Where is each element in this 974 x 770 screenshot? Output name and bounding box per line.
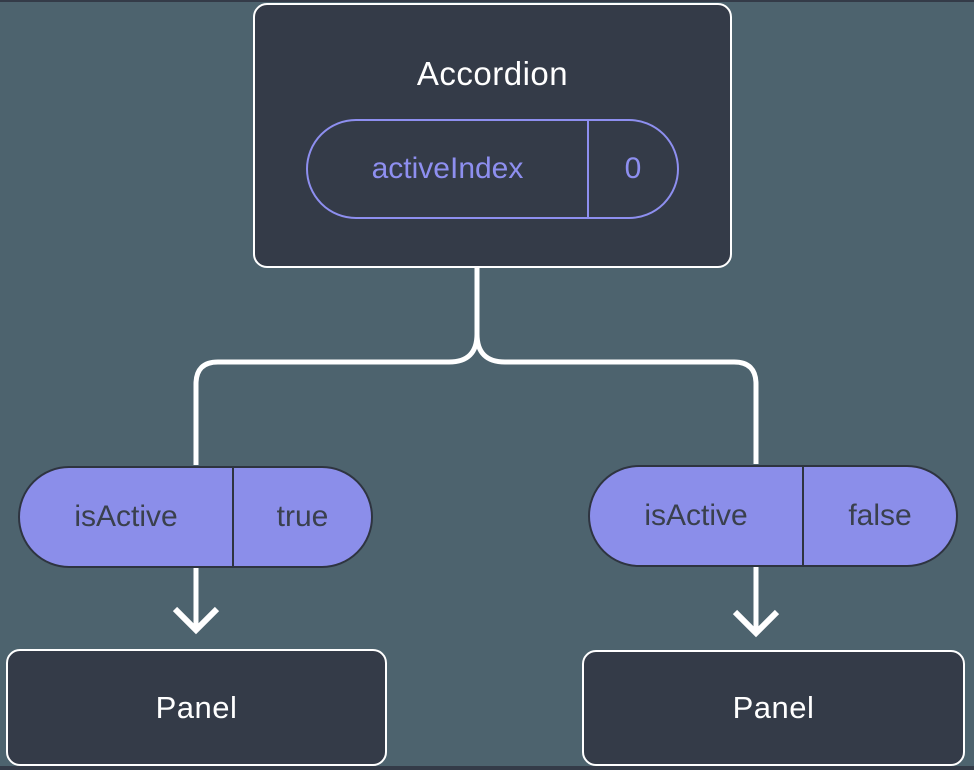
panel-node-left-title: Panel	[155, 689, 238, 725]
panel-node-right: Panel	[582, 650, 965, 766]
arrowhead-right-icon	[732, 609, 780, 638]
connector-root-to-left-pill	[193, 268, 480, 465]
arrowhead-left-icon	[172, 606, 220, 635]
prop-pill-right-label: isActive	[590, 467, 804, 565]
state-pill-label: activeIndex	[308, 121, 589, 217]
state-pill: activeIndex 0	[306, 119, 679, 219]
prop-pill-right-value: false	[848, 499, 912, 532]
panel-node-left: Panel	[6, 649, 387, 766]
accordion-node: Accordion activeIndex 0	[253, 3, 732, 268]
prop-pill-left: isActive true	[18, 466, 373, 568]
accordion-node-title: Accordion	[416, 55, 569, 92]
state-pill-value: 0	[624, 152, 642, 185]
bottom-edge-strip	[0, 766, 974, 770]
prop-pill-right: isActive false	[588, 465, 958, 567]
top-edge-strip	[0, 0, 974, 2]
prop-pill-left-label: isActive	[20, 468, 234, 566]
prop-pill-left-value: true	[276, 500, 329, 533]
connector-root-to-right-pill	[474, 268, 759, 464]
panel-node-right-title: Panel	[732, 690, 815, 725]
